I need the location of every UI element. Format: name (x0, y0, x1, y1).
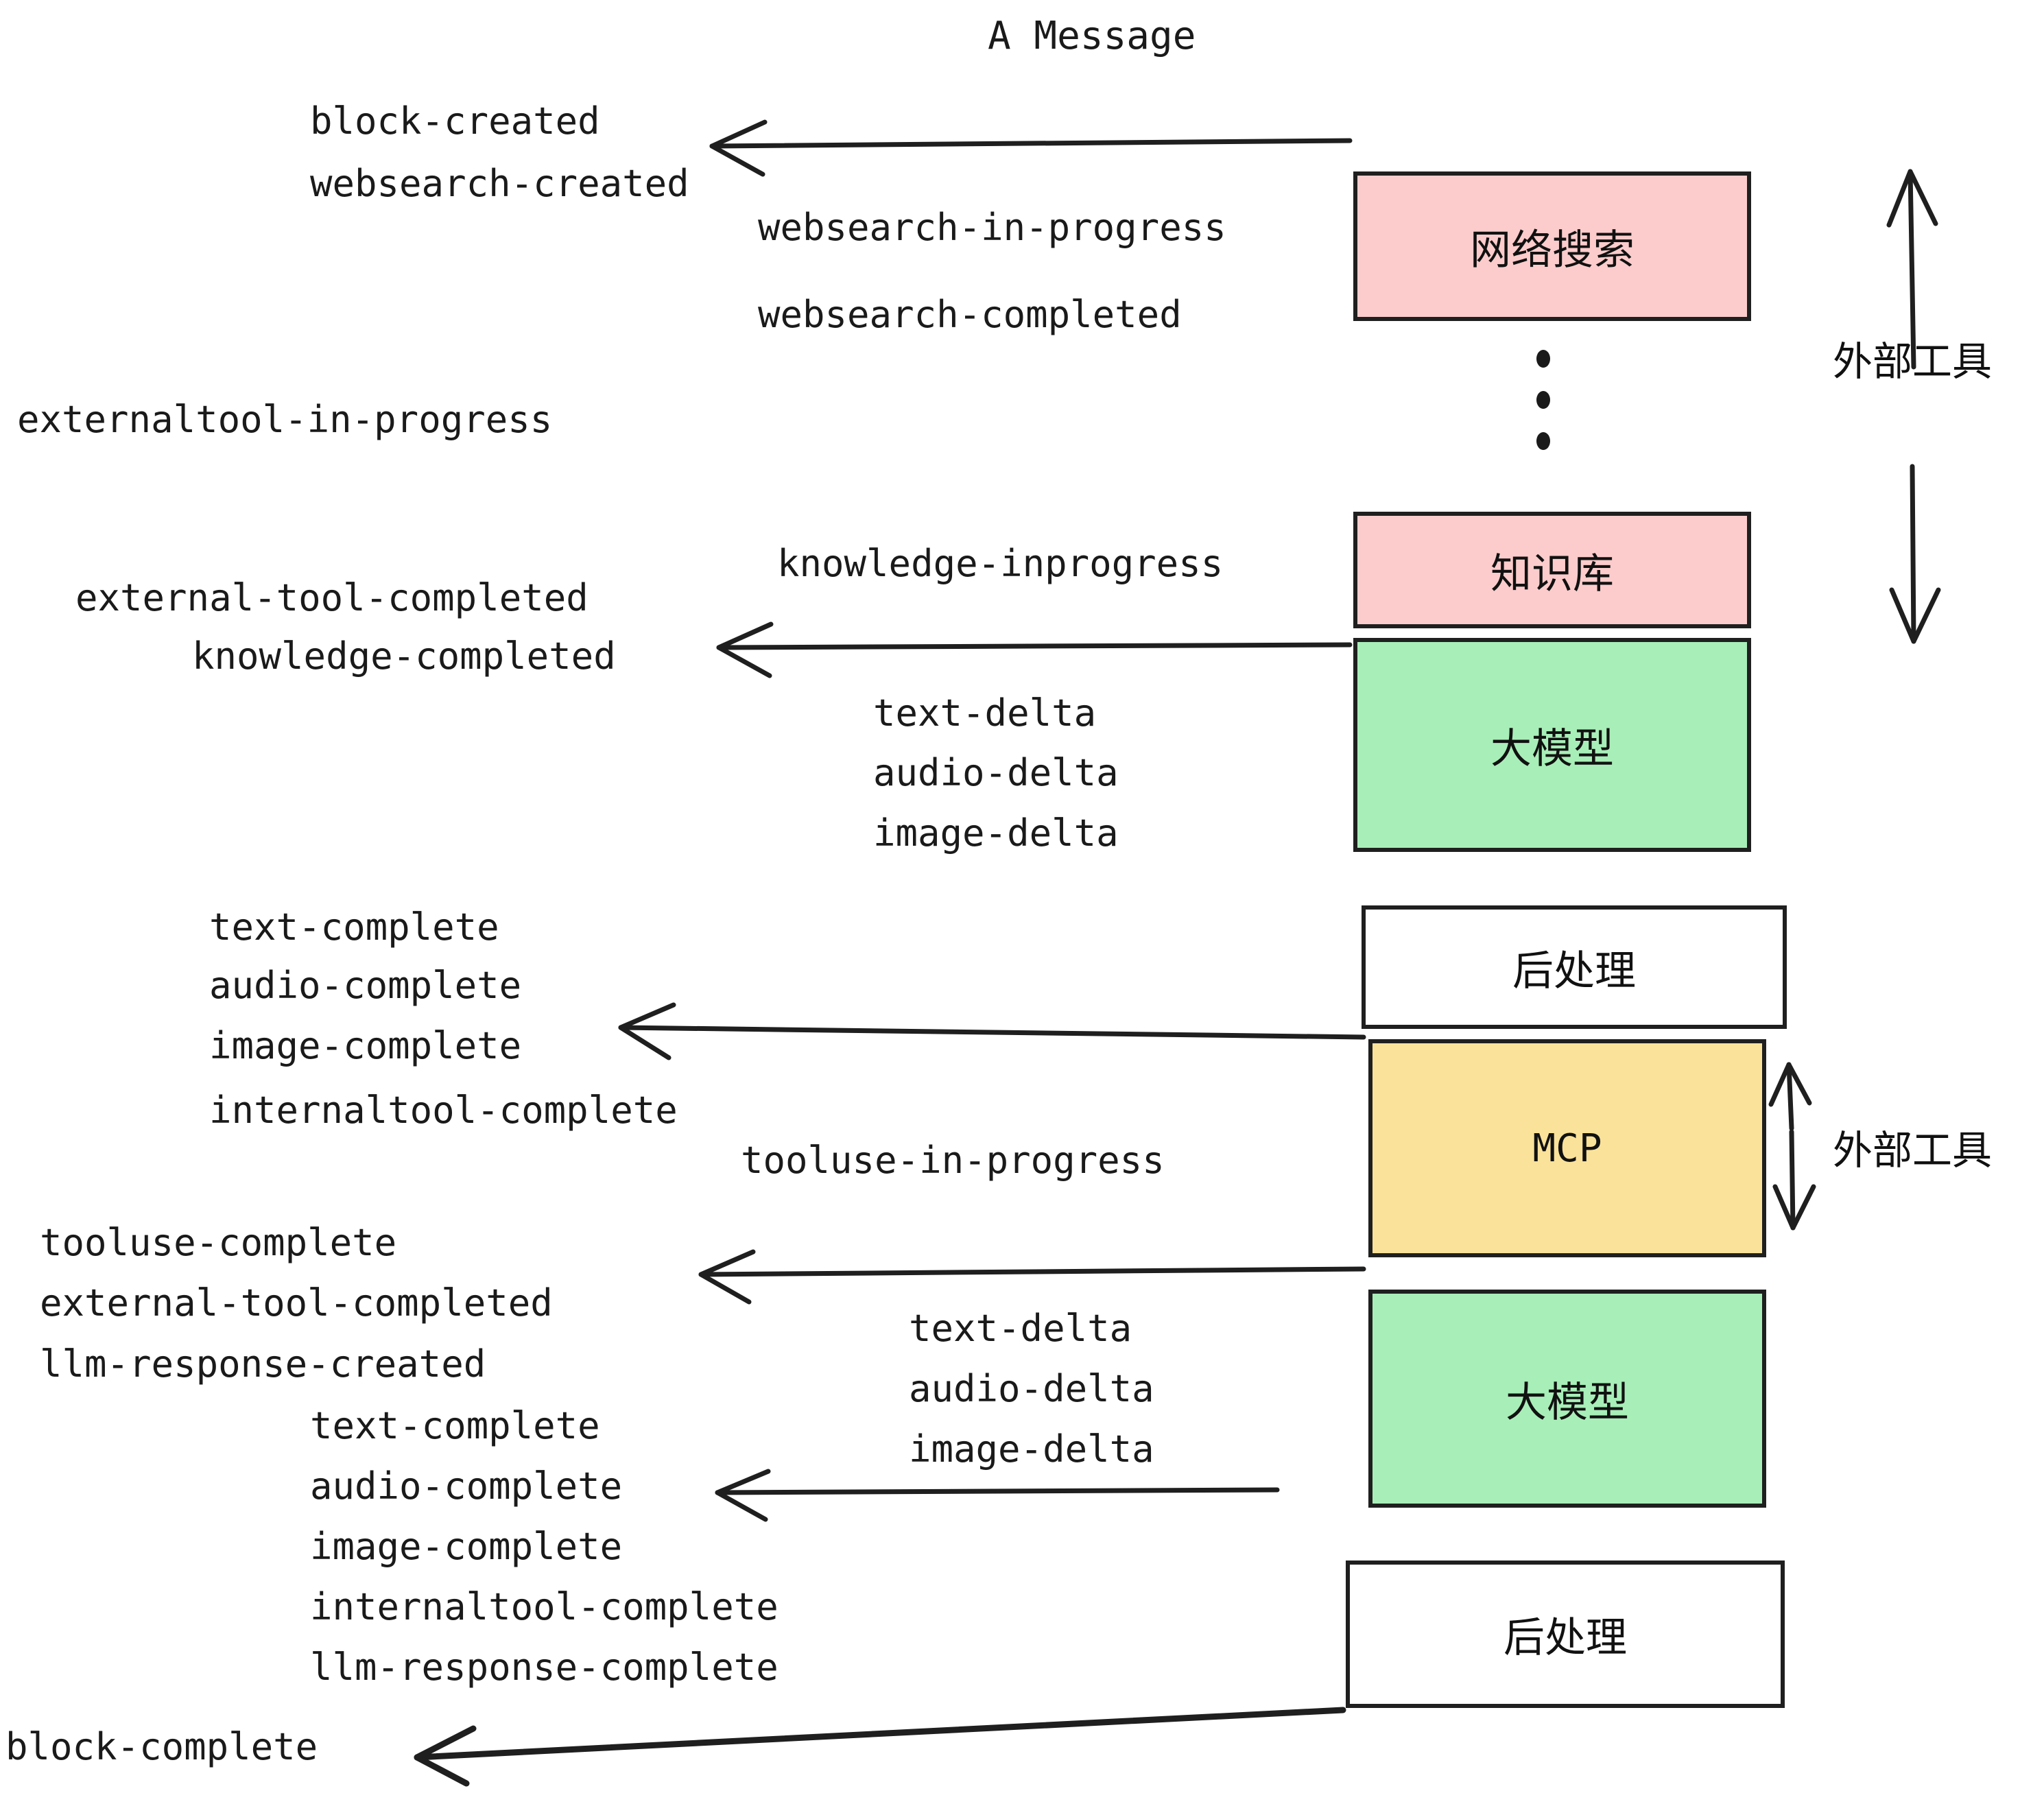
event-internaltool-complete-2: internaltool-complete (310, 1585, 779, 1628)
event-text-complete-1: text-complete (209, 905, 499, 949)
event-text-delta-2: text-delta (909, 1307, 1132, 1350)
event-websearch-created: websearch-created (310, 162, 689, 205)
event-image-complete-1: image-complete (209, 1024, 522, 1067)
arrow-knowledge-to-completed (716, 621, 1353, 678)
node-llm-2-label: 大模型 (1506, 1378, 1629, 1427)
event-image-complete-2: image-complete (310, 1525, 623, 1568)
node-knowledge-label: 知识库 (1490, 549, 1614, 598)
event-image-delta-1: image-delta (873, 811, 1119, 855)
node-postprocess-2-label: 后处理 (1504, 1614, 1627, 1662)
event-text-delta-1: text-delta (873, 691, 1097, 735)
event-external-tool-completed-1: external-tool-completed (75, 576, 589, 619)
event-internaltool-complete-1: internaltool-complete (209, 1089, 678, 1132)
arrow-websearch-to-created (709, 119, 1353, 177)
event-llm-response-created: llm-response-created (40, 1342, 486, 1386)
page-title: A Message (988, 14, 1196, 58)
event-text-complete-2: text-complete (310, 1404, 600, 1447)
node-knowledge[interactable]: 知识库 (1353, 512, 1751, 628)
event-websearch-completed: websearch-completed (758, 293, 1182, 336)
arrow-postprocess-to-image-complete (618, 1002, 1366, 1060)
event-externaltool-in-progress: externaltool-in-progress (17, 398, 553, 441)
node-mcp-label: MCP (1532, 1126, 1602, 1171)
node-llm-1[interactable]: 大模型 (1353, 638, 1751, 852)
ellipsis-dot (1536, 350, 1550, 368)
node-websearch-label: 网络搜索 (1470, 226, 1635, 274)
event-tooluse-in-progress: tooluse-in-progress (741, 1139, 1165, 1182)
node-postprocess-2[interactable]: 后处理 (1346, 1560, 1785, 1708)
ellipsis-dot (1536, 432, 1550, 450)
event-image-delta-2: image-delta (909, 1427, 1154, 1471)
external-tools-bracket-lower (1768, 1062, 1816, 1231)
arrow-llm2-to-audio-complete (715, 1469, 1280, 1522)
node-llm-2[interactable]: 大模型 (1368, 1290, 1766, 1508)
external-tools-bracket-upper (1886, 169, 1941, 644)
node-postprocess-1-label: 后处理 (1512, 947, 1636, 995)
event-tooluse-complete: tooluse-complete (40, 1221, 397, 1264)
event-llm-response-complete: llm-response-complete (310, 1646, 779, 1689)
node-mcp[interactable]: MCP (1368, 1039, 1766, 1257)
event-knowledge-inprogress: knowledge-inprogress (777, 542, 1224, 585)
event-knowledge-completed: knowledge-completed (192, 634, 616, 678)
event-websearch-in-progress: websearch-in-progress (758, 206, 1226, 249)
event-audio-complete-1: audio-complete (209, 964, 522, 1007)
node-llm-1-label: 大模型 (1490, 724, 1614, 773)
node-websearch[interactable]: 网络搜索 (1353, 171, 1751, 321)
side-label-external-tools-lower: 外部工具 (1833, 1127, 1993, 1174)
event-audio-delta-1: audio-delta (873, 751, 1119, 794)
event-block-created: block-created (310, 99, 600, 143)
event-block-complete: block-complete (5, 1725, 318, 1768)
ellipsis-dot (1536, 391, 1550, 409)
event-audio-delta-2: audio-delta (909, 1367, 1154, 1410)
arrow-mcp-to-tooluse-complete (698, 1249, 1366, 1305)
event-external-tool-completed-2: external-tool-completed (40, 1281, 553, 1325)
arrow-postprocess2-to-block-complete (414, 1707, 1346, 1787)
event-audio-complete-2: audio-complete (310, 1464, 623, 1508)
node-postprocess-1[interactable]: 后处理 (1362, 905, 1787, 1029)
side-label-external-tools-upper: 外部工具 (1833, 338, 1993, 385)
